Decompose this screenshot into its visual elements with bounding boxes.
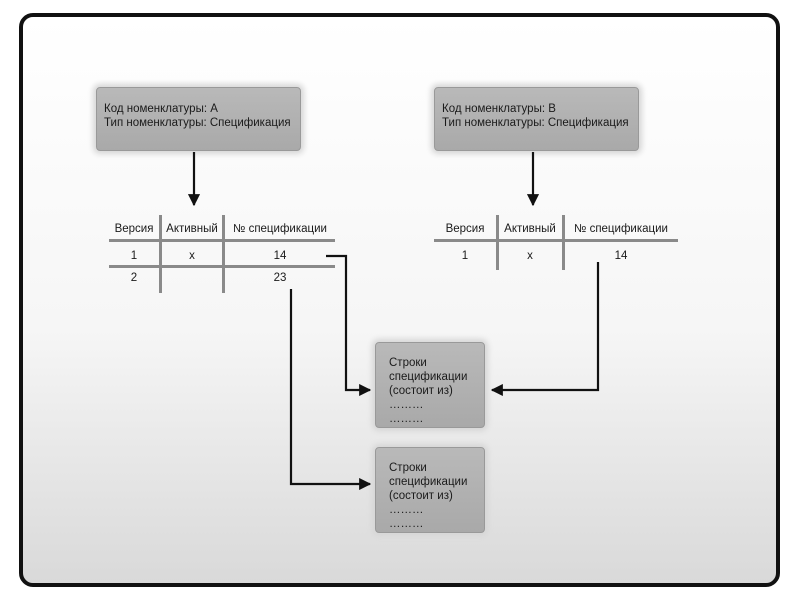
table-b-col-divider-2 bbox=[562, 215, 565, 270]
item-a-type: Тип номенклатуры: Спецификация bbox=[104, 117, 291, 129]
table-b-col-divider-1 bbox=[496, 215, 499, 270]
table-b-header-active: Активный bbox=[504, 223, 556, 235]
table-b-row1-version: 1 bbox=[461, 250, 469, 262]
spec-23-title-2: спецификации bbox=[389, 476, 468, 488]
version-table-b: Версия Активный № спецификации 1 x 14 bbox=[434, 213, 678, 273]
spec-14-title-2: спецификации bbox=[389, 371, 468, 383]
item-a-card: Код номенклатуры: A Тип номенклатуры: Сп… bbox=[96, 87, 301, 151]
version-table-a: Версия Активный № спецификации 1 x 14 2 … bbox=[109, 213, 335, 293]
table-b-header-spec-no: № спецификации bbox=[574, 223, 668, 235]
spec-14-dots-1: ……… bbox=[389, 399, 424, 411]
spec-23-dots-2: ……… bbox=[389, 518, 424, 530]
table-b-row1-spec-no: 14 bbox=[614, 250, 628, 262]
item-a-code: Код номенклатуры: A bbox=[104, 103, 218, 115]
spec-lines-box-14: Строки спецификации (состоит из) ……… ……… bbox=[375, 342, 485, 428]
table-a-row1-version: 1 bbox=[130, 250, 138, 262]
table-a-header-spec-no: № спецификации bbox=[233, 223, 327, 235]
table-a-header-active: Активный bbox=[166, 223, 218, 235]
item-b-type: Тип номенклатуры: Спецификация bbox=[442, 117, 629, 129]
table-a-col-divider-2 bbox=[222, 215, 225, 293]
table-a-row2-version: 2 bbox=[130, 272, 138, 284]
spec-14-title-1: Строки bbox=[389, 357, 427, 369]
table-b-header-rule bbox=[434, 239, 678, 242]
table-b-row1-active: x bbox=[527, 250, 533, 262]
spec-14-title-3: (состоит из) bbox=[389, 385, 453, 397]
item-b-card: Код номенклатуры: B Тип номенклатуры: Сп… bbox=[434, 87, 639, 151]
table-b-header-version: Версия bbox=[445, 223, 485, 235]
table-a-row1-active: x bbox=[189, 250, 195, 262]
table-a-header-version: Версия bbox=[114, 223, 154, 235]
spec-23-dots-1: ……… bbox=[389, 504, 424, 516]
table-a-row2-spec-no: 23 bbox=[273, 272, 287, 284]
table-a-row1-spec-no: 14 bbox=[273, 250, 287, 262]
spec-23-title-1: Строки bbox=[389, 462, 427, 474]
spec-14-dots-2: ……… bbox=[389, 413, 424, 425]
table-a-col-divider-1 bbox=[159, 215, 162, 293]
spec-lines-box-23: Строки спецификации (состоит из) ……… ……… bbox=[375, 447, 485, 533]
item-b-code: Код номенклатуры: B bbox=[442, 103, 556, 115]
spec-23-title-3: (состоит из) bbox=[389, 490, 453, 502]
